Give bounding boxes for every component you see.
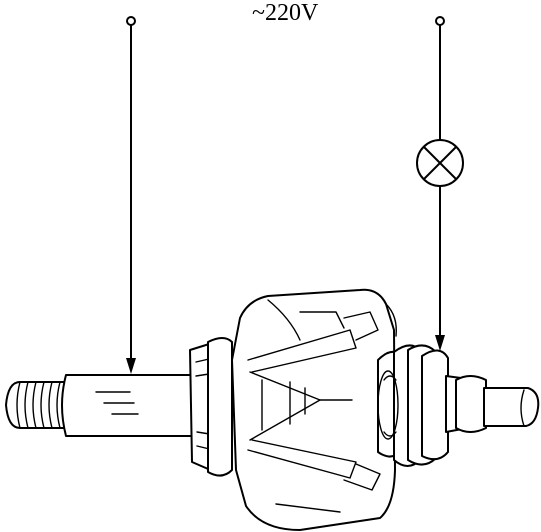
armature-shaft-left (5, 374, 201, 437)
left-probe-arrow (126, 358, 136, 374)
right-probe-arrow (435, 335, 445, 351)
supply-voltage-label: ~220V (252, 0, 319, 26)
left-test-lead (126, 16, 136, 374)
armature-end-collar (189, 337, 233, 477)
armature-core (231, 288, 397, 531)
armature-shaft-right (445, 375, 540, 433)
right-test-lead (416, 16, 464, 351)
armature-commutator (377, 344, 449, 467)
left-terminal (126, 16, 136, 26)
right-terminal (435, 16, 445, 26)
test-lamp-icon (416, 139, 464, 187)
